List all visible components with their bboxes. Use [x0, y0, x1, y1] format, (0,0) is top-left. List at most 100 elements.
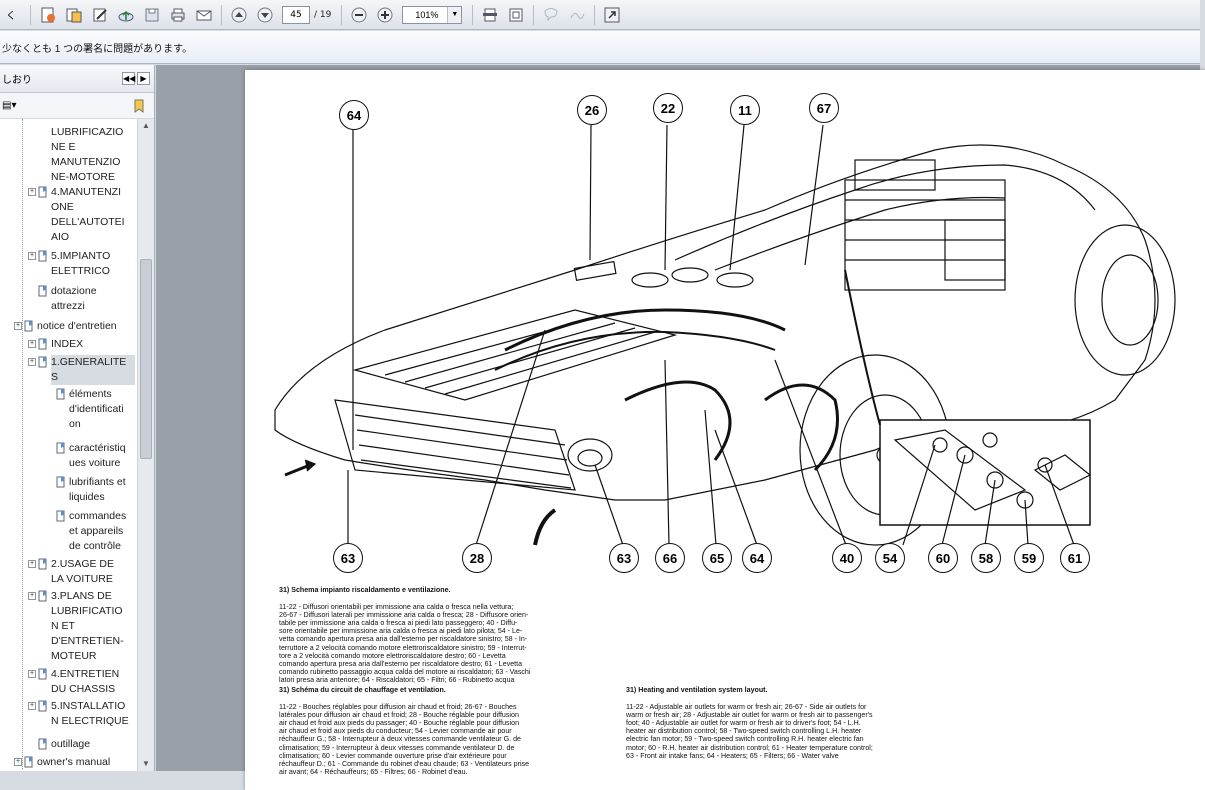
toolbar-separator	[594, 4, 596, 25]
caption-italian: 31) Schema impianto riscaldamento e vent…	[279, 578, 614, 685]
callout-65: 65	[702, 543, 732, 573]
bookmark-item[interactable]: 5.INSTALLATIO N ELECTRIQUE	[51, 700, 129, 727]
edit-icon[interactable]	[89, 4, 111, 26]
bookmark-icon	[56, 510, 65, 522]
expand-toggle-icon[interactable]: +	[28, 340, 36, 348]
expand-toggle-icon[interactable]: +	[28, 670, 36, 678]
zoom-in-icon[interactable]	[374, 4, 396, 26]
create-pdf-icon[interactable]	[37, 4, 59, 26]
bookmark-item[interactable]: 4.MANUTENZI ONE DELL'AUTOTEI AIO	[51, 186, 125, 243]
tree-guide-line	[22, 119, 23, 769]
expand-toggle-icon[interactable]: +	[14, 758, 22, 766]
bookmark-item[interactable]: lubrifiants et liquides	[69, 476, 126, 503]
caption-french-body: 11-22 - Bouches réglables pour diffusion…	[279, 702, 530, 777]
bookmark-item[interactable]: dotazione attrezzi	[51, 285, 97, 312]
bookmark-item[interactable]: 3.PLANS DE LUBRIFICATIO N ET D'ENTRETIEN…	[51, 590, 124, 662]
bookmarks-panel: しおり ◀◀ ▶ ▤▾ LUBRIFICAZIO NE E MANUTENZIO…	[0, 65, 155, 771]
callout-59: 59	[1014, 543, 1044, 573]
cloud-upload-icon[interactable]	[115, 4, 137, 26]
callout-26: 26	[577, 95, 607, 125]
caption-french-title: 31) Schéma du circuit de chauffage et ve…	[279, 686, 446, 695]
bookmarks-header: しおり ◀◀ ▶	[0, 65, 154, 93]
new-bookmark-icon[interactable]	[132, 98, 148, 114]
expand-icon[interactable]	[601, 4, 623, 26]
bookmarks-tools: ▤▾	[0, 93, 154, 119]
scroll-down-icon[interactable]: ▼	[142, 759, 150, 768]
chevron-down-icon[interactable]: ▼	[447, 6, 462, 23]
signature-warning-text: 少なくとも 1 つの署名に問題があります。	[2, 43, 193, 55]
toolbar-separator	[533, 4, 535, 25]
bookmark-item[interactable]: LUBRIFICAZIO NE E MANUTENZIO NE-MOTORE	[51, 126, 124, 183]
expand-toggle-icon[interactable]: +	[28, 188, 36, 196]
previous-page-icon[interactable]	[228, 4, 250, 26]
callout-11: 11	[730, 95, 760, 125]
sign-icon[interactable]	[566, 4, 588, 26]
bookmark-icon	[56, 388, 65, 400]
callout-40: 40	[832, 543, 862, 573]
document-view[interactable]: 64 26 22 11 67 63 28 63 66 65 64 40 54 6…	[156, 65, 1205, 790]
bookmark-item[interactable]: commandes et appareils de contrôle	[69, 510, 127, 552]
expand-toggle-icon[interactable]: +	[28, 358, 36, 366]
scrollbar-thumb[interactable]	[140, 259, 152, 459]
scroll-up-icon[interactable]: ▲	[142, 121, 150, 130]
expand-toggle-icon[interactable]: +	[28, 560, 36, 568]
callout-28: 28	[462, 543, 492, 573]
comment-icon[interactable]	[540, 4, 562, 26]
pdf-page: 64 26 22 11 67 63 28 63 66 65 64 40 54 6…	[245, 70, 1205, 790]
page-number-input[interactable]: 45	[282, 5, 310, 24]
bookmark-icon	[56, 476, 65, 488]
zoom-value: 101%	[415, 9, 439, 20]
signature-message-bar: 少なくとも 1 つの署名に問題があります。	[0, 31, 1200, 64]
panel-options-button[interactable]: ▶	[137, 72, 150, 85]
callout-58: 58	[971, 543, 1001, 573]
bookmark-icon	[56, 442, 65, 454]
expand-toggle-icon[interactable]: +	[28, 592, 36, 600]
callout-61: 61	[1060, 543, 1090, 573]
caption-english-body: 11-22 - Adjustable air outlets for warm …	[626, 702, 873, 760]
expand-toggle-icon[interactable]: +	[28, 252, 36, 260]
callout-63-right: 63	[609, 543, 639, 573]
next-page-icon[interactable]	[254, 4, 276, 26]
bookmark-item[interactable]: INDEX	[51, 338, 84, 350]
bookmark-item[interactable]: outillage	[51, 738, 91, 750]
caption-english-title: 31) Heating and ventilation system layou…	[626, 686, 768, 695]
caption-french: 31) Schéma du circuit de chauffage et ve…	[279, 678, 614, 776]
bookmark-item[interactable]: caractéristiq ues voiture	[69, 442, 126, 469]
bookmark-icon	[38, 186, 47, 198]
toolbar-separator	[30, 4, 31, 25]
bookmark-tree: LUBRIFICAZIO NE E MANUTENZIO NE-MOTORE +4…	[0, 119, 137, 771]
bookmark-item[interactable]: owner's manual	[37, 756, 111, 768]
fit-page-icon[interactable]	[505, 4, 527, 26]
expand-toggle-icon[interactable]: +	[14, 322, 22, 330]
callout-63-left: 63	[333, 543, 363, 573]
fit-width-icon[interactable]	[479, 4, 501, 26]
main-toolbar: く 45 / 19 101% ▼	[0, 0, 1200, 30]
callout-66: 66	[655, 543, 685, 573]
bookmark-item[interactable]: 2.USAGE DE LA VOITURE	[51, 558, 115, 585]
bookmark-item[interactable]: éléments d'identificati on	[69, 388, 124, 430]
bookmarks-scrollbar[interactable]: ▲ ▼	[137, 119, 154, 771]
toolbar-separator	[341, 4, 343, 25]
print-icon[interactable]	[167, 4, 189, 26]
bookmark-options-icon[interactable]: ▤▾	[2, 100, 17, 111]
bookmark-item[interactable]: 4.ENTRETIEN DU CHASSIS	[51, 668, 120, 695]
bookmark-item[interactable]: 5.IMPIANTO ELETTRICO	[51, 250, 111, 277]
save-icon[interactable]	[141, 4, 163, 26]
bookmark-item[interactable]: notice d'entretien	[37, 320, 117, 332]
expand-toggle-icon[interactable]: +	[28, 702, 36, 710]
toolbar-separator	[472, 4, 474, 25]
heating-system-illustration	[274, 124, 1176, 546]
bookmark-icon	[38, 590, 47, 602]
zoom-out-icon[interactable]	[348, 4, 370, 26]
bookmark-icon	[38, 250, 47, 262]
caption-english: 31) Heating and ventilation system layou…	[626, 678, 966, 760]
collapse-panel-button[interactable]: ◀◀	[122, 72, 136, 85]
bookmark-item[interactable]: 1.GENERALITE S	[51, 355, 135, 385]
combine-files-icon[interactable]	[63, 4, 85, 26]
bookmark-icon	[24, 756, 33, 768]
email-icon[interactable]	[193, 4, 215, 26]
bookmark-icon	[38, 356, 47, 368]
back-icon[interactable]: く	[2, 4, 24, 26]
callout-60: 60	[928, 543, 958, 573]
zoom-select[interactable]: 101% ▼	[402, 5, 463, 24]
